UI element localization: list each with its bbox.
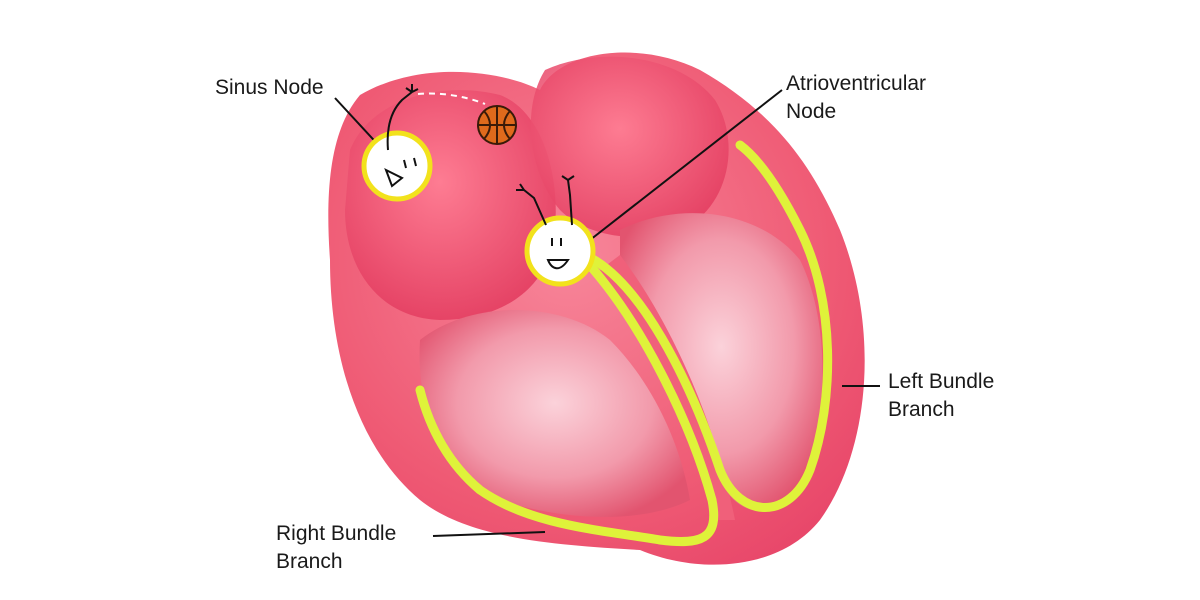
left-bundle-branch-label: Left Bundle Branch [888, 368, 994, 424]
right-ventricle [419, 310, 690, 517]
av-node-label: Atrioventricular Node [786, 70, 926, 126]
right-bundle-label-line-1: Right Bundle [276, 522, 397, 545]
left-bundle-label-line-1: Left Bundle [888, 370, 995, 393]
av-node-label-line-2: Node [786, 100, 837, 123]
right-atrium [345, 90, 556, 321]
right-bundle-branch-label: Right Bundle Branch [276, 520, 396, 576]
sinus-node-label: Sinus Node [215, 74, 324, 102]
sinus-node-label-line-1: Sinus Node [215, 76, 324, 99]
sinus-node-character [361, 84, 486, 202]
left-atrium [530, 56, 729, 237]
left-ventricle [620, 213, 823, 510]
av-node-character [516, 175, 596, 287]
av-node-label-line-1: Atrioventricular [786, 72, 927, 95]
basketball-icon [477, 105, 517, 145]
left-bundle-branch-path [580, 140, 833, 512]
right-bundle-label-line-2: Branch [276, 550, 343, 573]
av-node-pointer [589, 89, 783, 241]
right-bundle-branch-path [415, 255, 719, 547]
right-bundle-pointer [432, 531, 546, 537]
left-bundle-label-line-2: Branch [888, 398, 955, 421]
